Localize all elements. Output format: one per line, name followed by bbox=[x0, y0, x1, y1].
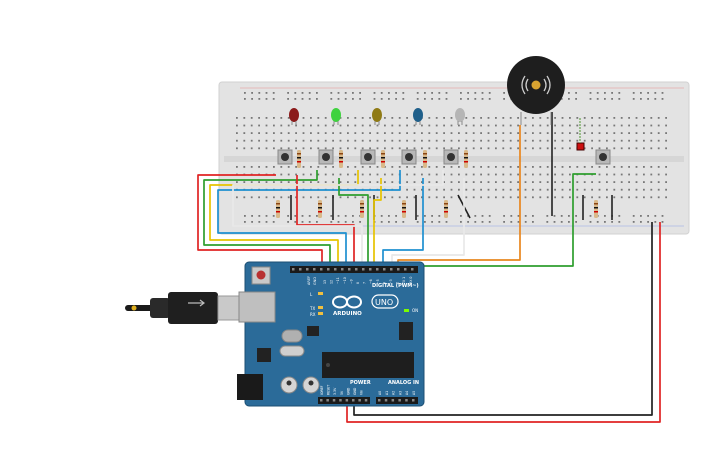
pin-label: IOREF bbox=[320, 385, 324, 395]
pin-label: GND bbox=[353, 387, 357, 395]
resistor-icon[interactable] bbox=[297, 150, 301, 168]
led-white[interactable] bbox=[455, 108, 465, 125]
resistor-icon[interactable] bbox=[402, 200, 406, 218]
resistor-icon[interactable] bbox=[594, 200, 598, 218]
pin-label: TX 1 bbox=[402, 277, 406, 285]
pin-label: ~6 bbox=[369, 279, 373, 284]
pin-label: GND bbox=[346, 387, 350, 395]
resistor-icon[interactable] bbox=[444, 200, 448, 218]
pin-label: A1 bbox=[385, 391, 389, 395]
dc-jack-icon bbox=[237, 374, 263, 400]
resistor-icon[interactable] bbox=[276, 200, 280, 218]
pin-label: 8 bbox=[356, 282, 360, 284]
pin-label: Vin bbox=[360, 390, 364, 395]
on-label: ON bbox=[412, 308, 418, 313]
pin-label: RESET bbox=[327, 385, 331, 395]
led-icon[interactable] bbox=[576, 118, 585, 151]
pin-label: A2 bbox=[392, 391, 396, 395]
pin-label: 5V bbox=[340, 390, 344, 395]
pin-label: A0 bbox=[378, 391, 382, 395]
resistor-icon[interactable] bbox=[360, 200, 364, 218]
terminal-strip-top bbox=[236, 117, 667, 150]
pushbutton-icon[interactable] bbox=[595, 149, 611, 165]
pin-label: 2 bbox=[396, 282, 400, 284]
tx-label: TX bbox=[309, 306, 315, 311]
bottom-power-rail bbox=[244, 215, 664, 223]
pin-label: 3.3V bbox=[333, 387, 337, 395]
pin-label: ~11 bbox=[336, 277, 340, 284]
resistor-icon[interactable] bbox=[318, 200, 322, 218]
pin-label: 4 bbox=[382, 282, 386, 284]
chip-icon bbox=[322, 352, 414, 378]
resistor-icon[interactable] bbox=[381, 150, 385, 168]
power-label: POWER bbox=[350, 380, 371, 386]
model-label: UNO bbox=[375, 298, 393, 307]
pushbutton-icon[interactable] bbox=[277, 149, 293, 165]
pin-label: ~3 bbox=[389, 279, 393, 284]
led-green[interactable] bbox=[331, 108, 341, 125]
analog-header[interactable] bbox=[376, 397, 418, 404]
pushbutton-icon[interactable] bbox=[360, 149, 376, 165]
pin-label: ~5 bbox=[376, 279, 380, 284]
digital-label: DIGITAL (PWM~) bbox=[372, 283, 419, 289]
resistor-icon[interactable] bbox=[339, 150, 343, 168]
gnd-label: GND bbox=[313, 277, 317, 285]
ground-jumpers bbox=[290, 112, 613, 220]
pin-label: ~9 bbox=[349, 279, 353, 284]
rx-label: RX bbox=[310, 312, 316, 317]
aref-label: AREF bbox=[307, 276, 311, 285]
pin-label: 13 bbox=[323, 280, 327, 284]
led-blue[interactable] bbox=[413, 108, 423, 125]
brand-label: ARDUINO bbox=[333, 311, 362, 317]
analog-label: ANALOG IN bbox=[388, 380, 419, 386]
arduino-logo bbox=[332, 294, 399, 309]
pin-label: RX 0 bbox=[409, 277, 413, 284]
resistor-icon[interactable] bbox=[423, 150, 427, 168]
resistor-icon[interactable] bbox=[464, 150, 468, 168]
reset-button-icon[interactable] bbox=[251, 266, 271, 285]
pushbutton-icon[interactable] bbox=[401, 149, 417, 165]
pin-label: A5 bbox=[412, 391, 416, 395]
pin-label: ~10 bbox=[343, 277, 347, 284]
usb-cable-icon bbox=[125, 292, 259, 324]
pushbutton-icon[interactable] bbox=[318, 149, 334, 165]
buzzer-icon[interactable] bbox=[507, 56, 565, 125]
pin-label: A4 bbox=[405, 391, 409, 395]
led-yellow[interactable] bbox=[372, 108, 382, 125]
arduino-uno-board[interactable]: DIGITAL (PWM~) ARDUINO UNO ON L TX RX PO… bbox=[237, 261, 425, 407]
power-header[interactable] bbox=[318, 397, 370, 404]
pushbutton-icon[interactable] bbox=[443, 149, 459, 165]
l-label: L bbox=[310, 292, 313, 297]
pin-label: 7 bbox=[363, 282, 367, 284]
led-red[interactable] bbox=[289, 108, 299, 125]
pin-label: A3 bbox=[398, 391, 402, 395]
pin-label: 12 bbox=[330, 280, 334, 284]
digital-header[interactable] bbox=[290, 266, 418, 273]
